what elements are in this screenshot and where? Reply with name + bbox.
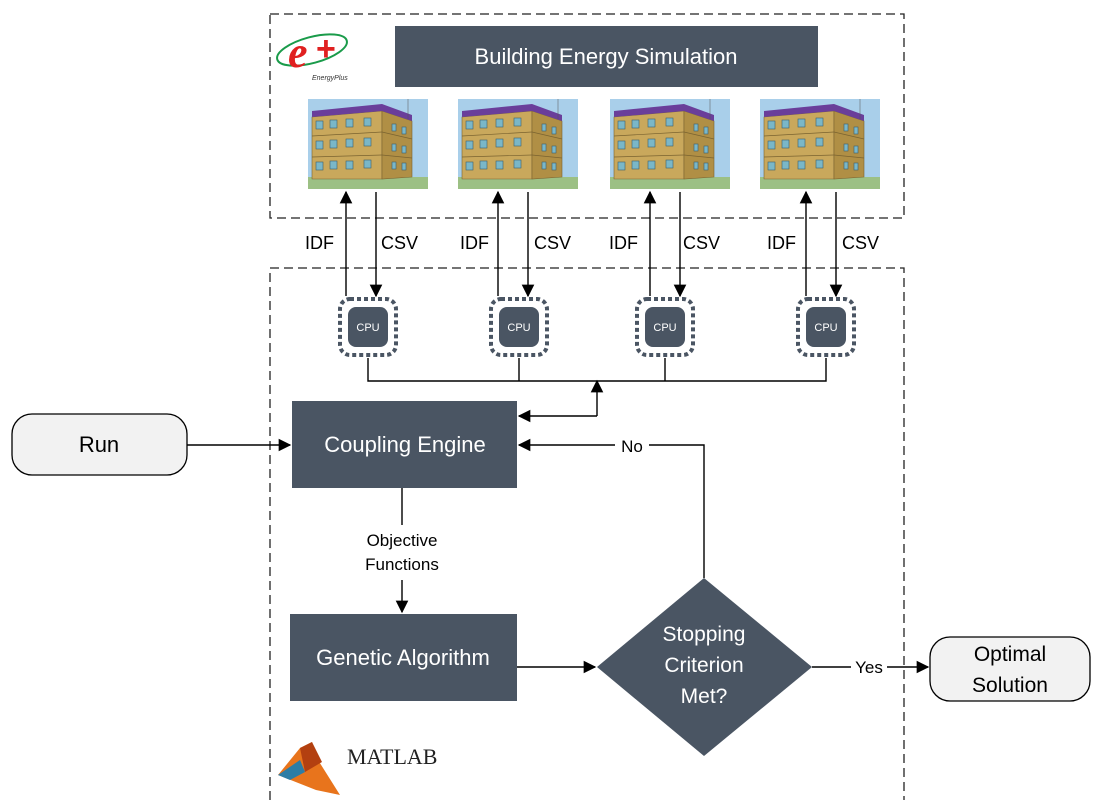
no-loop-line bbox=[649, 444, 705, 578]
building-image-2 bbox=[458, 99, 578, 189]
matlab-logo: MATLAB bbox=[278, 742, 437, 795]
svg-text:+: + bbox=[316, 30, 336, 68]
matlab-panel bbox=[269, 267, 905, 800]
idf-label-1: IDF bbox=[305, 233, 334, 253]
optimal-solution-terminal bbox=[929, 636, 1091, 702]
simulation-banner-text: Building Energy Simulation bbox=[475, 44, 738, 69]
cpu-icon-2: CPU bbox=[489, 297, 549, 357]
energyplus-logo-text: EnergyPlus bbox=[312, 75, 348, 82]
cpu-label-1: CPU bbox=[356, 322, 379, 334]
stopping-criterion-line3: Met? bbox=[681, 685, 728, 708]
yes-label: Yes bbox=[855, 658, 883, 677]
coupling-engine-box bbox=[292, 401, 517, 488]
csv-label-3: CSV bbox=[683, 233, 720, 253]
building-image-4 bbox=[760, 99, 880, 189]
objective-functions-label-line2: Functions bbox=[365, 555, 439, 574]
stopping-criterion-line1: Stopping bbox=[663, 623, 746, 646]
idf-label-4: IDF bbox=[767, 233, 796, 253]
svg-text:e: e bbox=[288, 28, 308, 77]
energyplus-logo: e + EnergyPlus bbox=[276, 28, 348, 82]
simulation-banner bbox=[395, 26, 818, 87]
building-image-3 bbox=[610, 99, 730, 189]
cpu-icon-1: CPU bbox=[338, 297, 398, 357]
cpu-label-3: CPU bbox=[653, 322, 676, 334]
genetic-algorithm-label: Genetic Algorithm bbox=[316, 645, 490, 670]
stopping-criterion-diamond bbox=[597, 578, 812, 756]
csv-label-2: CSV bbox=[534, 233, 571, 253]
cpu-bus-connector bbox=[367, 358, 827, 423]
idf-csv-arrows bbox=[339, 190, 843, 298]
idf-label-3: IDF bbox=[609, 233, 638, 253]
optimal-solution-line2: Solution bbox=[972, 674, 1048, 697]
matlab-logo-text: MATLAB bbox=[347, 744, 437, 769]
stopping-criterion-line2: Criterion bbox=[664, 654, 743, 677]
cpu-label-2: CPU bbox=[507, 322, 530, 334]
objective-functions-label-line1: Objective bbox=[367, 531, 438, 550]
csv-label-4: CSV bbox=[842, 233, 879, 253]
idf-label-2: IDF bbox=[460, 233, 489, 253]
cpu-icon-3: CPU bbox=[635, 297, 695, 357]
run-label: Run bbox=[79, 432, 119, 457]
cpu-label-4: CPU bbox=[814, 322, 837, 334]
building-image-1 bbox=[308, 99, 428, 189]
energyplus-panel bbox=[269, 13, 905, 219]
genetic-algorithm-box bbox=[290, 614, 517, 701]
cpu-icon-4: CPU bbox=[796, 297, 856, 357]
no-label: No bbox=[621, 437, 643, 456]
optimal-solution-line1: Optimal bbox=[974, 643, 1046, 666]
coupling-engine-label: Coupling Engine bbox=[324, 432, 485, 457]
csv-label-1: CSV bbox=[381, 233, 418, 253]
